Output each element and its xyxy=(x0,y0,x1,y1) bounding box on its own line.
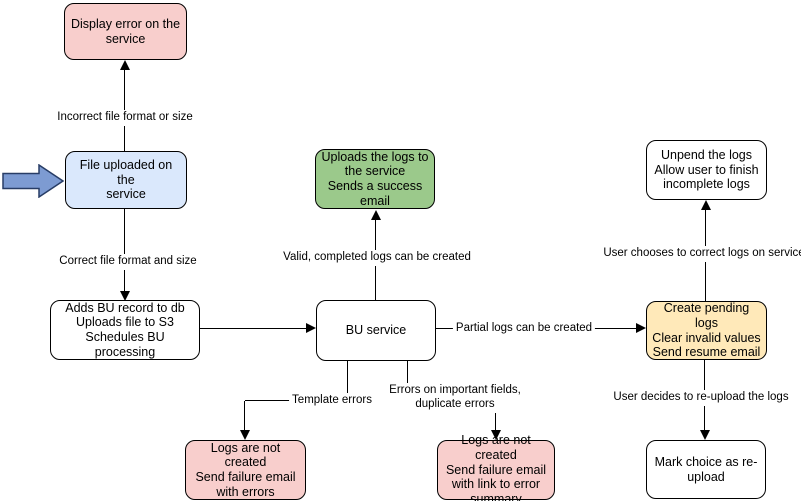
edge-template-errors-segment xyxy=(244,401,245,430)
node-upload-success: Uploads the logs to the service Sends a … xyxy=(315,149,435,209)
entry-arrow-shape xyxy=(2,164,64,198)
node-display-error: Display error on the service xyxy=(64,3,187,60)
edge-label-reupload: User decides to re-upload the logs xyxy=(610,390,792,406)
node-adds-bu-record: Adds BU record to db Uploads file to S3 … xyxy=(50,300,200,360)
edge-label-correct-on-service: User chooses to correct logs on service xyxy=(600,246,801,262)
node-file-uploaded: File uploaded on the service xyxy=(65,151,187,209)
edge-label-partial-logs: Partial logs can be created xyxy=(452,321,596,337)
node-bu-service: BU service xyxy=(316,300,436,361)
edge-to-bu-service-segment xyxy=(200,328,306,329)
edge-correct-format-segment xyxy=(124,209,125,291)
edge-template-errors-segment xyxy=(347,361,348,401)
arrowhead-up-icon xyxy=(120,60,130,70)
edge-label-valid-logs: Valid, completed logs can be created xyxy=(280,250,474,266)
arrowhead-down-icon xyxy=(491,430,501,440)
arrowhead-up-icon xyxy=(371,210,381,220)
arrowhead-right-icon xyxy=(636,323,646,333)
arrowhead-down-icon xyxy=(120,291,130,301)
node-mark-reupload: Mark choice as re- upload xyxy=(646,440,766,499)
node-logs-not-created-template: Logs are not created Send failure email … xyxy=(185,440,306,500)
edge-label-field-errors: Errors on important fields, duplicate er… xyxy=(386,383,524,413)
arrowhead-down-icon xyxy=(240,430,250,440)
edge-field-errors-segment xyxy=(407,361,408,385)
node-unpend-logs: Unpend the logs Allow user to finish inc… xyxy=(646,140,767,200)
arrowhead-right-icon xyxy=(306,323,316,333)
arrowhead-up-icon xyxy=(701,200,711,210)
node-logs-not-created-fields: Logs are not created Send failure email … xyxy=(437,433,555,501)
entry-arrow-icon xyxy=(2,164,64,198)
edge-label-correct-format: Correct file format and size xyxy=(56,254,200,270)
edge-label-template-errors: Template errors xyxy=(289,393,375,409)
edge-incorrect-format-segment xyxy=(124,68,125,151)
edge-label-incorrect-format: Incorrect file format or size xyxy=(54,110,196,126)
node-create-pending-logs: Create pending logs Clear invalid values… xyxy=(646,301,767,360)
arrowhead-down-icon xyxy=(700,430,710,440)
